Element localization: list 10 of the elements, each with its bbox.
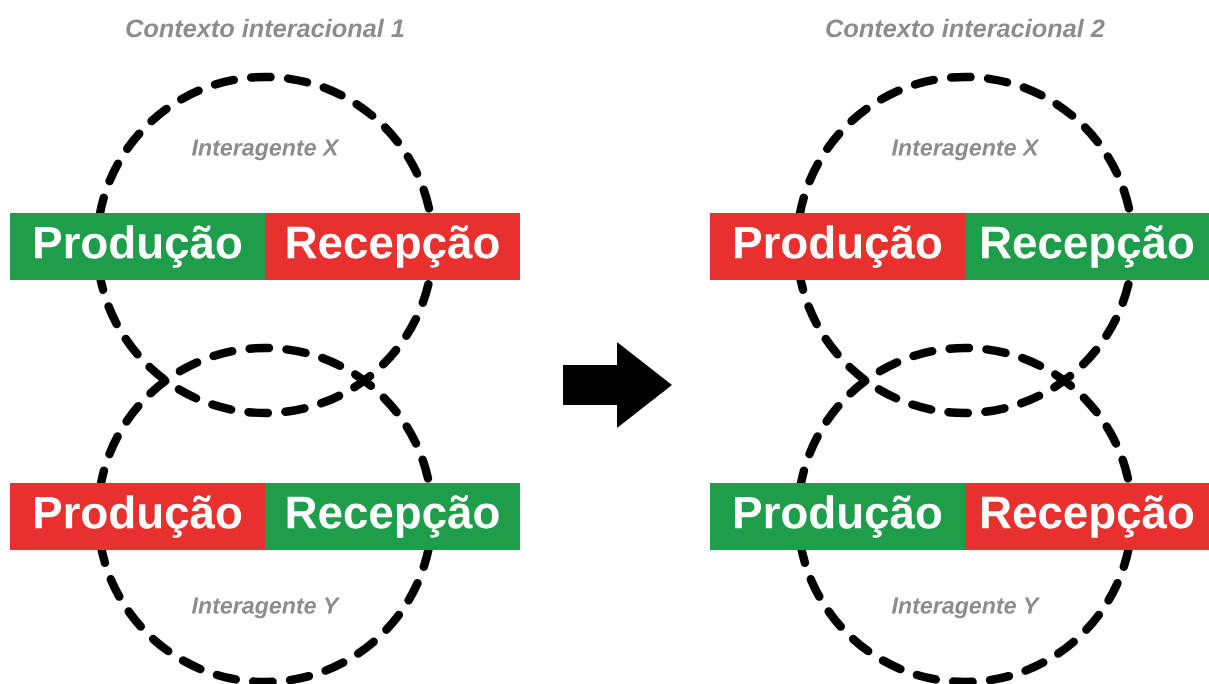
label-box: Produção xyxy=(710,213,965,280)
label-box: Recepção xyxy=(965,483,1209,550)
label-box: Produção xyxy=(710,483,965,550)
context-title: Contexto interacional 2 xyxy=(826,18,1105,38)
label-box: Recepção xyxy=(965,213,1209,280)
label-box: Recepção xyxy=(265,483,520,550)
context-title: Contexto interacional 1 xyxy=(126,18,404,38)
label-box: Produção xyxy=(10,213,265,280)
label-box: Produção xyxy=(10,483,265,550)
label-box: Recepção xyxy=(265,213,520,280)
